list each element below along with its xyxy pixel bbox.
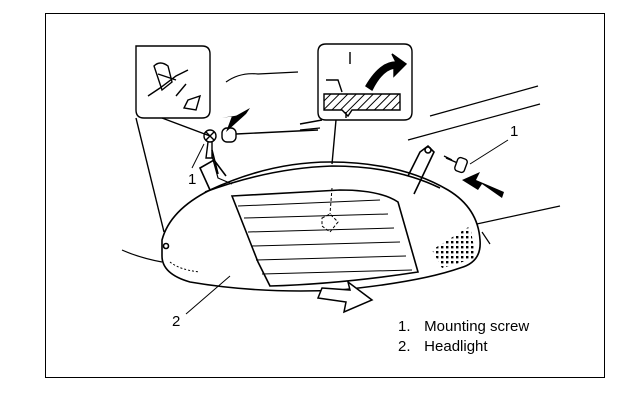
legend-number: 1. xyxy=(398,318,411,335)
removal-direction-arrow-icon xyxy=(316,280,374,314)
mounting-screw-right-icon xyxy=(443,155,468,174)
legend-label: Headlight xyxy=(424,338,488,355)
inset-screw-detail xyxy=(135,45,211,233)
legend-item: 1. Mounting screw xyxy=(398,318,529,338)
diagram-frame xyxy=(45,13,605,378)
headlight-assembly xyxy=(161,144,481,292)
legend-label: Mounting screw xyxy=(424,318,530,335)
legend-number: 2. xyxy=(398,338,411,355)
legend-item: 2. Headlight xyxy=(398,338,529,358)
callout-screw-right: 1 xyxy=(510,123,519,140)
arrow-left-screw-icon xyxy=(222,108,250,132)
callout-screw-left: 1 xyxy=(188,171,197,188)
bracket-lines xyxy=(211,155,233,185)
inset-clip-detail xyxy=(299,43,413,165)
clip-icon xyxy=(221,127,319,143)
legend: 1. Mounting screw 2. Headlight xyxy=(398,318,529,358)
leader-lines xyxy=(185,139,509,315)
arrow-right-screw-icon xyxy=(462,172,504,198)
callout-headlight: 2 xyxy=(172,313,181,330)
